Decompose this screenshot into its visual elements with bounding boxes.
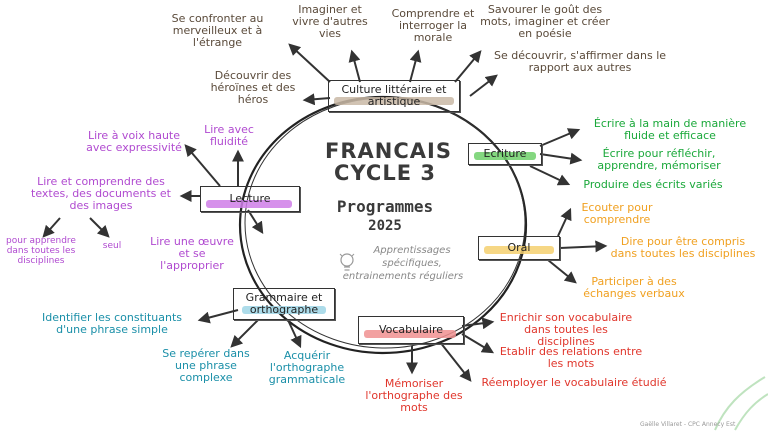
ecriture-highlight [474,152,536,160]
oral-highlight [484,246,554,254]
hub-vocabulaire: Vocabulaire [358,316,464,344]
grammar-item-3: Acquérir l'orthographe grammaticale [268,349,346,386]
oral-item-1: Ecouter pour comprendre [581,201,653,226]
programmes-label: Programmes [336,197,434,216]
corner-decoration [714,376,768,431]
note-line3: entrainements réguliers [342,271,464,282]
arrow-culture-6 [302,93,331,106]
vocab-item-2: Etablir des relations entre les mots [499,345,643,370]
arrow-oral-1 [557,207,572,237]
vocabulaire-highlight [364,330,456,338]
arrow-oral-2 [559,240,608,253]
culture-highlight [334,97,454,105]
culture-item-5: Se découvrir, s'affirmer dans le rapport… [493,49,667,74]
hub-ecriture: Ecriture [468,143,542,165]
vocab-item-1: Enrichir son vocabulaire dans toutes les… [499,311,633,348]
note-line2: spécifiques, [382,258,442,269]
arrow-gram-2 [230,319,259,348]
arrow-lect-5 [42,217,61,238]
lecture-item-1: Lire à voix haute avec expressivité [86,129,182,154]
oral-item-2: Dire pour être compris dans toutes les d… [610,235,756,260]
ecriture-item-1: Écrire à la main de manière fluide et ef… [593,117,747,142]
arrow-lect-6 [89,217,110,238]
grammar-item-2: Se repérer dans une phrase complexe [162,347,250,384]
arrow-ecriture-1 [539,128,581,147]
note-line1: Apprentissages [373,245,451,256]
culture-item-6: Découvrir des héroïnes et des héros [210,69,296,106]
vocab-item-3: Réemployer le vocabulaire étudié [481,376,667,389]
culture-item-2: Imaginer et vivre d'autres vies [292,3,368,40]
arrow-culture-1 [288,43,331,83]
arrow-culture-4 [454,50,482,83]
lightbulb-icon [339,253,355,271]
grammaire-highlight [242,306,326,314]
hub-culture: Culture littéraire et artistique [328,80,460,112]
lecture-item-3: Lire et comprendre des textes, des docum… [31,175,171,212]
arrow-oral-3 [547,259,577,284]
arrow-culture-2 [348,49,361,83]
hub-oral: Oral [478,236,560,260]
arrow-ecriture-2 [539,152,583,165]
arrow-ecriture-3 [529,165,571,186]
arrow-vocab-3 [439,341,472,382]
arrow-vocab-2 [461,333,495,354]
main-title-line2: CYCLE 3 [334,161,436,185]
arrow-gram-1 [197,309,239,324]
hub-lecture: Lecture [200,186,300,212]
arrow-lect-1 [184,144,221,187]
arrow-culture-5 [469,74,498,97]
lecture-item-4: pour apprendre dans toutes les disciplin… [6,236,76,266]
lecture-highlight [206,200,292,208]
arrow-vocab-1 [461,317,495,330]
culture-item-1: Se confronter au merveilleux et à l'étra… [171,12,264,49]
lecture-item-2: Lire avec fluidité [204,123,254,148]
oral-item-3: Participer à des échanges verbaux [583,275,685,300]
ecriture-item-2: Écrire pour réfléchir, apprendre, mémori… [597,147,721,172]
lecture-item-6: Lire une œuvre et se l'approprier [150,235,234,272]
vocab-item-4: Mémoriser l'orthographe des mots [365,377,463,414]
grammar-item-1: Identifier les constituants d'une phrase… [42,311,182,336]
main-title-line1: FRANCAIS [325,139,452,163]
arrow-culture-3 [409,49,422,83]
arrow-lect-4 [247,209,264,235]
culture-item-4: Savourer le goût des mots, imaginer et c… [480,3,610,40]
credit-text: Gaëlle Villaret - CPC Annecy Est [640,421,736,428]
lecture-item-5: seul [102,241,122,251]
year-label: 2025 [368,218,402,234]
arrow-gram-3 [287,319,302,349]
culture-item-3: Comprendre et interroger la morale [391,7,475,44]
hub-grammaire: Grammaire et orthographe [233,288,335,320]
ecriture-item-3: Produire des écrits variés [583,178,723,191]
